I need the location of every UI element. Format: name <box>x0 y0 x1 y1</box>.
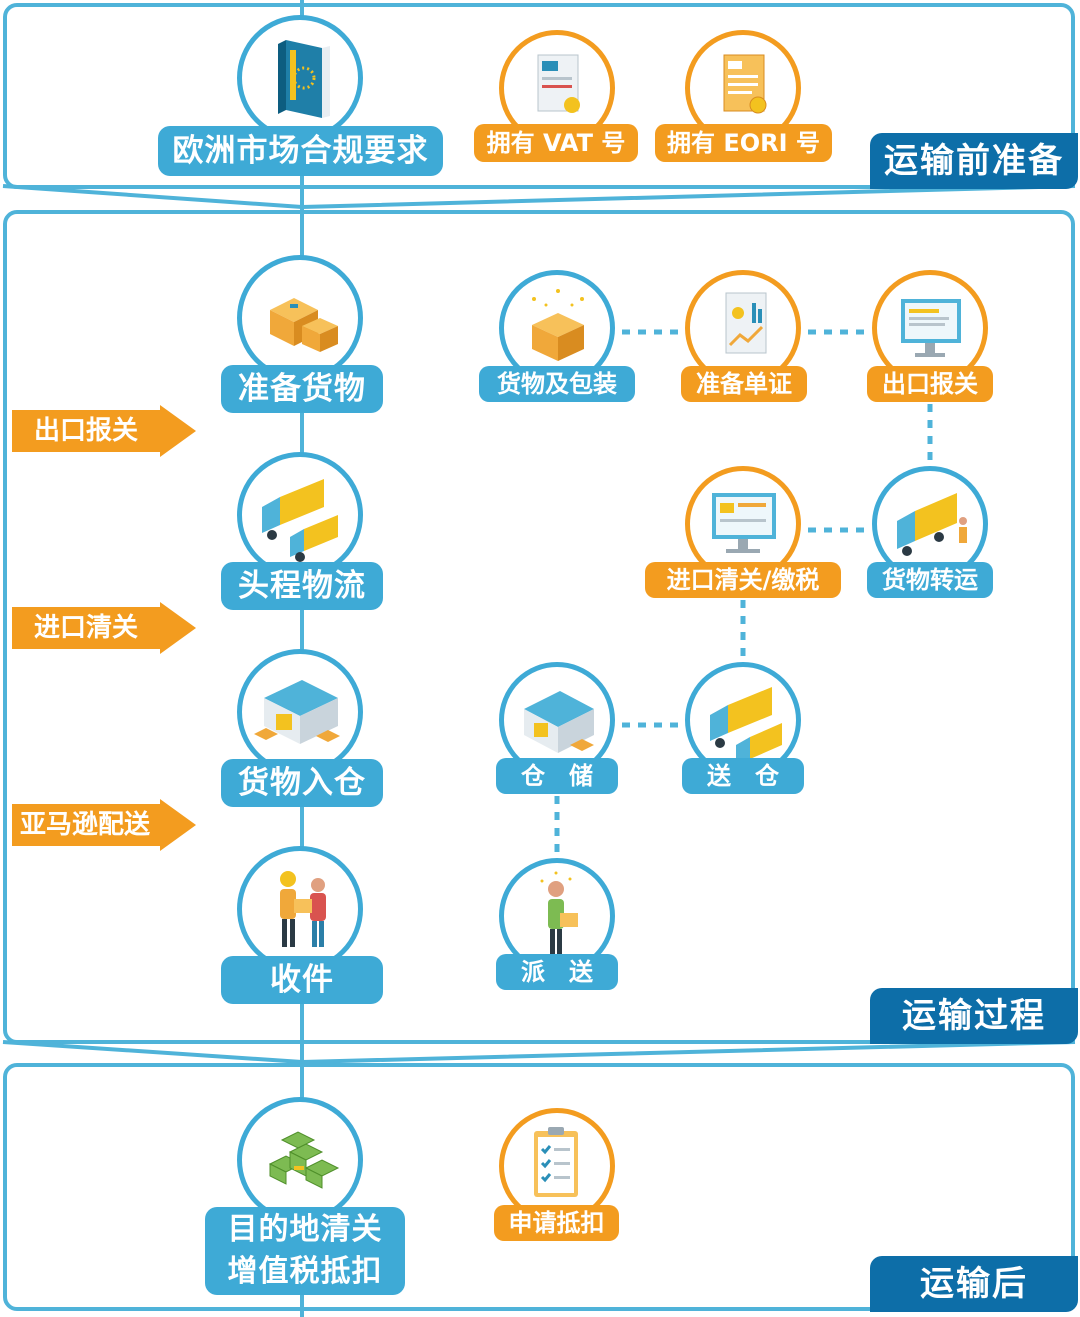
flow-import-tax: 进口清关/缴税 <box>645 562 841 598</box>
step-eu-compliance: 欧洲市场合规要求 <box>158 126 443 176</box>
flow-documents: 准备单证 <box>681 366 807 402</box>
flow-apply-deduction: 申请抵扣 <box>494 1205 619 1241</box>
section-title-pre: 运输前准备 <box>870 133 1078 189</box>
arrow-import-head <box>160 602 196 654</box>
step-prepare-goods: 准备货物 <box>221 365 383 413</box>
section-title-process: 运输过程 <box>870 988 1078 1044</box>
arrow-amazon-label: 亚马逊配送 <box>12 804 162 846</box>
arrow-amazon: 亚马逊配送 <box>12 799 196 851</box>
arrow-export: 出口报关 <box>12 405 196 457</box>
flow-export-declaration: 出口报关 <box>867 366 993 402</box>
flow-transfer: 货物转运 <box>867 562 993 598</box>
arrow-export-head <box>160 405 196 457</box>
trucks-icon <box>237 452 363 578</box>
vat-label: 拥有 VAT 号 <box>474 124 638 162</box>
boxes-icon <box>237 255 363 381</box>
section-title-post: 运输后 <box>870 1256 1078 1312</box>
flow-packaging: 货物及包装 <box>479 366 635 402</box>
flow-storage: 仓 储 <box>496 758 618 794</box>
step-receive: 收件 <box>221 956 383 1004</box>
arrow-amazon-head <box>160 799 196 851</box>
money-stack-icon <box>237 1097 363 1223</box>
step-destination-clearance: 目的地清关 增值税抵扣 <box>205 1207 405 1295</box>
destination-line1: 目的地清关 <box>227 1212 383 1247</box>
handover-people-icon <box>237 846 363 972</box>
destination-line2: 增值税抵扣 <box>227 1254 383 1289</box>
clipboard-icon <box>499 1108 615 1224</box>
warehouse-icon <box>237 649 363 775</box>
arrow-export-label: 出口报关 <box>12 410 162 452</box>
step-first-leg: 头程物流 <box>221 562 383 610</box>
flow-to-warehouse: 送 仓 <box>682 758 804 794</box>
flow-delivery: 派 送 <box>496 954 618 990</box>
arrow-import: 进口清关 <box>12 602 196 654</box>
arrow-import-label: 进口清关 <box>12 607 162 649</box>
step-warehousing: 货物入仓 <box>221 759 383 807</box>
eu-book-icon <box>237 15 363 141</box>
eori-label: 拥有 EORI 号 <box>655 124 832 162</box>
